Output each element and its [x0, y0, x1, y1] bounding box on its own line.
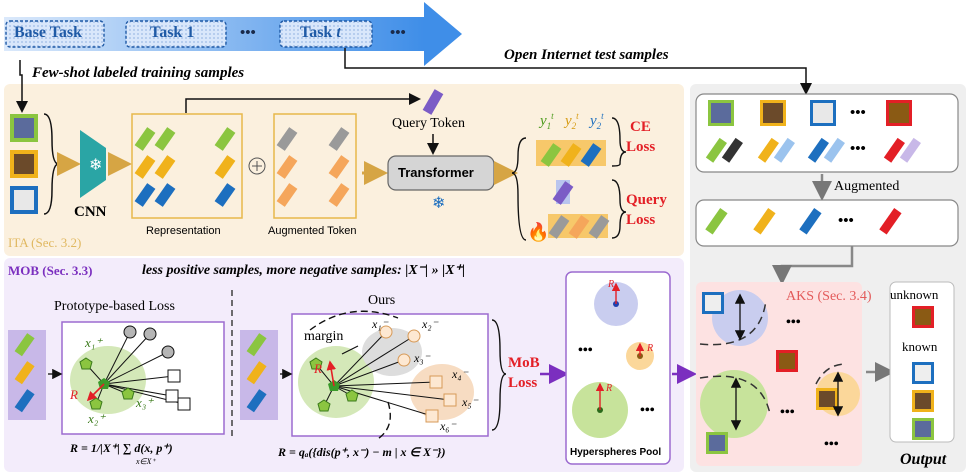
known-label: known	[902, 339, 938, 354]
cnn-block	[80, 130, 106, 198]
pool-dots-1: •••	[578, 343, 593, 358]
aks-dots-1: •••	[786, 315, 801, 330]
task1-label: Task 1	[150, 24, 195, 41]
xn4: x₄⁻	[452, 367, 468, 381]
ita-input-images	[10, 113, 59, 215]
task-dots: •••	[240, 25, 256, 41]
representation-tokens	[134, 127, 236, 207]
y1-label: y1t	[540, 111, 554, 131]
r-label-right: R	[314, 361, 322, 376]
x1-pos: x₁⁺	[85, 335, 103, 350]
prototype-title: Prototype-based Loss	[54, 299, 175, 314]
r-label-left: R	[70, 387, 78, 402]
transformer-label: Transformer	[398, 165, 474, 180]
mob-headline: less positive samples, more negative sam…	[142, 263, 466, 278]
augmented-tokens	[276, 127, 350, 207]
pool-r-3: R	[606, 383, 613, 394]
formula-right: R = qₐ({dis(p⁺, x⁻) − m | x ∈ X⁻})	[278, 445, 446, 459]
xn3: x₃⁻	[414, 351, 430, 365]
augmented-label: Augmented	[834, 179, 900, 194]
query-token-label: Query Token	[392, 116, 466, 131]
few-shot-label: Few-shot labeled training samples	[32, 65, 245, 81]
augmented-sample-tokens	[705, 208, 902, 235]
aug-dots: •••	[838, 213, 854, 229]
xn1: x₁⁻	[372, 317, 388, 331]
mob-loss-label-2: Loss	[508, 375, 538, 391]
mob-loss-label-1: MoB	[508, 355, 540, 371]
test-dots: •••	[850, 105, 866, 121]
pool-dots-2: •••	[640, 403, 655, 418]
svg-text:🔥: 🔥	[527, 221, 549, 242]
augmented-token-box	[273, 113, 357, 219]
formula-left-sub: x∈X⁺	[136, 457, 156, 466]
aks-dots-2: •••	[780, 405, 795, 420]
ce-loss-label-2: Loss	[626, 139, 656, 155]
representation-box	[131, 113, 243, 219]
test-sample-images	[708, 100, 912, 126]
xn2: x₂⁻	[422, 317, 438, 331]
x2-pos: x₂⁺	[88, 411, 106, 426]
formula-left: R = 1/|X⁺| ∑ d(x, p⁺)	[70, 441, 173, 455]
ce-loss-label-1: CE	[630, 119, 651, 135]
ita-title: ITA (Sec. 3.2)	[8, 235, 82, 250]
y3-label: y2t	[590, 111, 604, 131]
task-timeline	[4, 2, 462, 66]
pool-r-1: R	[608, 279, 615, 290]
x3-pos: x₃⁺	[136, 395, 154, 410]
y2-label: y2t	[565, 111, 579, 131]
query-output-tokens: 🔥	[527, 179, 627, 242]
query-token	[422, 89, 444, 115]
augmented-samples-box	[695, 199, 959, 247]
ita-panel	[4, 84, 684, 256]
aks-dots-3: •••	[824, 437, 839, 452]
query-loss-label-1: Query	[626, 192, 667, 208]
ours-title: Ours	[368, 293, 396, 308]
task-dots-2: •••	[390, 25, 406, 41]
xn5: x₅⁻	[462, 395, 478, 409]
margin-label: margin	[304, 329, 344, 344]
pool-label: Hyperspheres Pool	[570, 447, 662, 458]
ce-output-tokens	[536, 117, 627, 167]
token-dots: •••	[850, 141, 866, 157]
unknown-label: unknown	[890, 287, 939, 302]
pool-r-2: R	[647, 343, 654, 354]
base-task-label: Base Task	[14, 24, 83, 41]
svg-text:❄: ❄	[432, 195, 445, 212]
output-label: Output	[900, 451, 947, 468]
query-loss-label-2: Loss	[626, 212, 656, 228]
open-internet-label: Open Internet test samples	[504, 47, 669, 63]
aks-title: AKS (Sec. 3.4)	[786, 289, 872, 304]
svg-text:❄: ❄	[89, 157, 102, 174]
representation-label: Representation	[146, 225, 221, 237]
task-t-label: Task t	[300, 24, 341, 41]
test-sample-tokens	[705, 137, 921, 163]
cnn-label: CNN	[74, 204, 107, 220]
augmented-token-label: Augmented Token	[268, 225, 357, 237]
xn6: x₆⁻	[440, 419, 456, 433]
mob-title: MOB (Sec. 3.3)	[8, 263, 93, 278]
